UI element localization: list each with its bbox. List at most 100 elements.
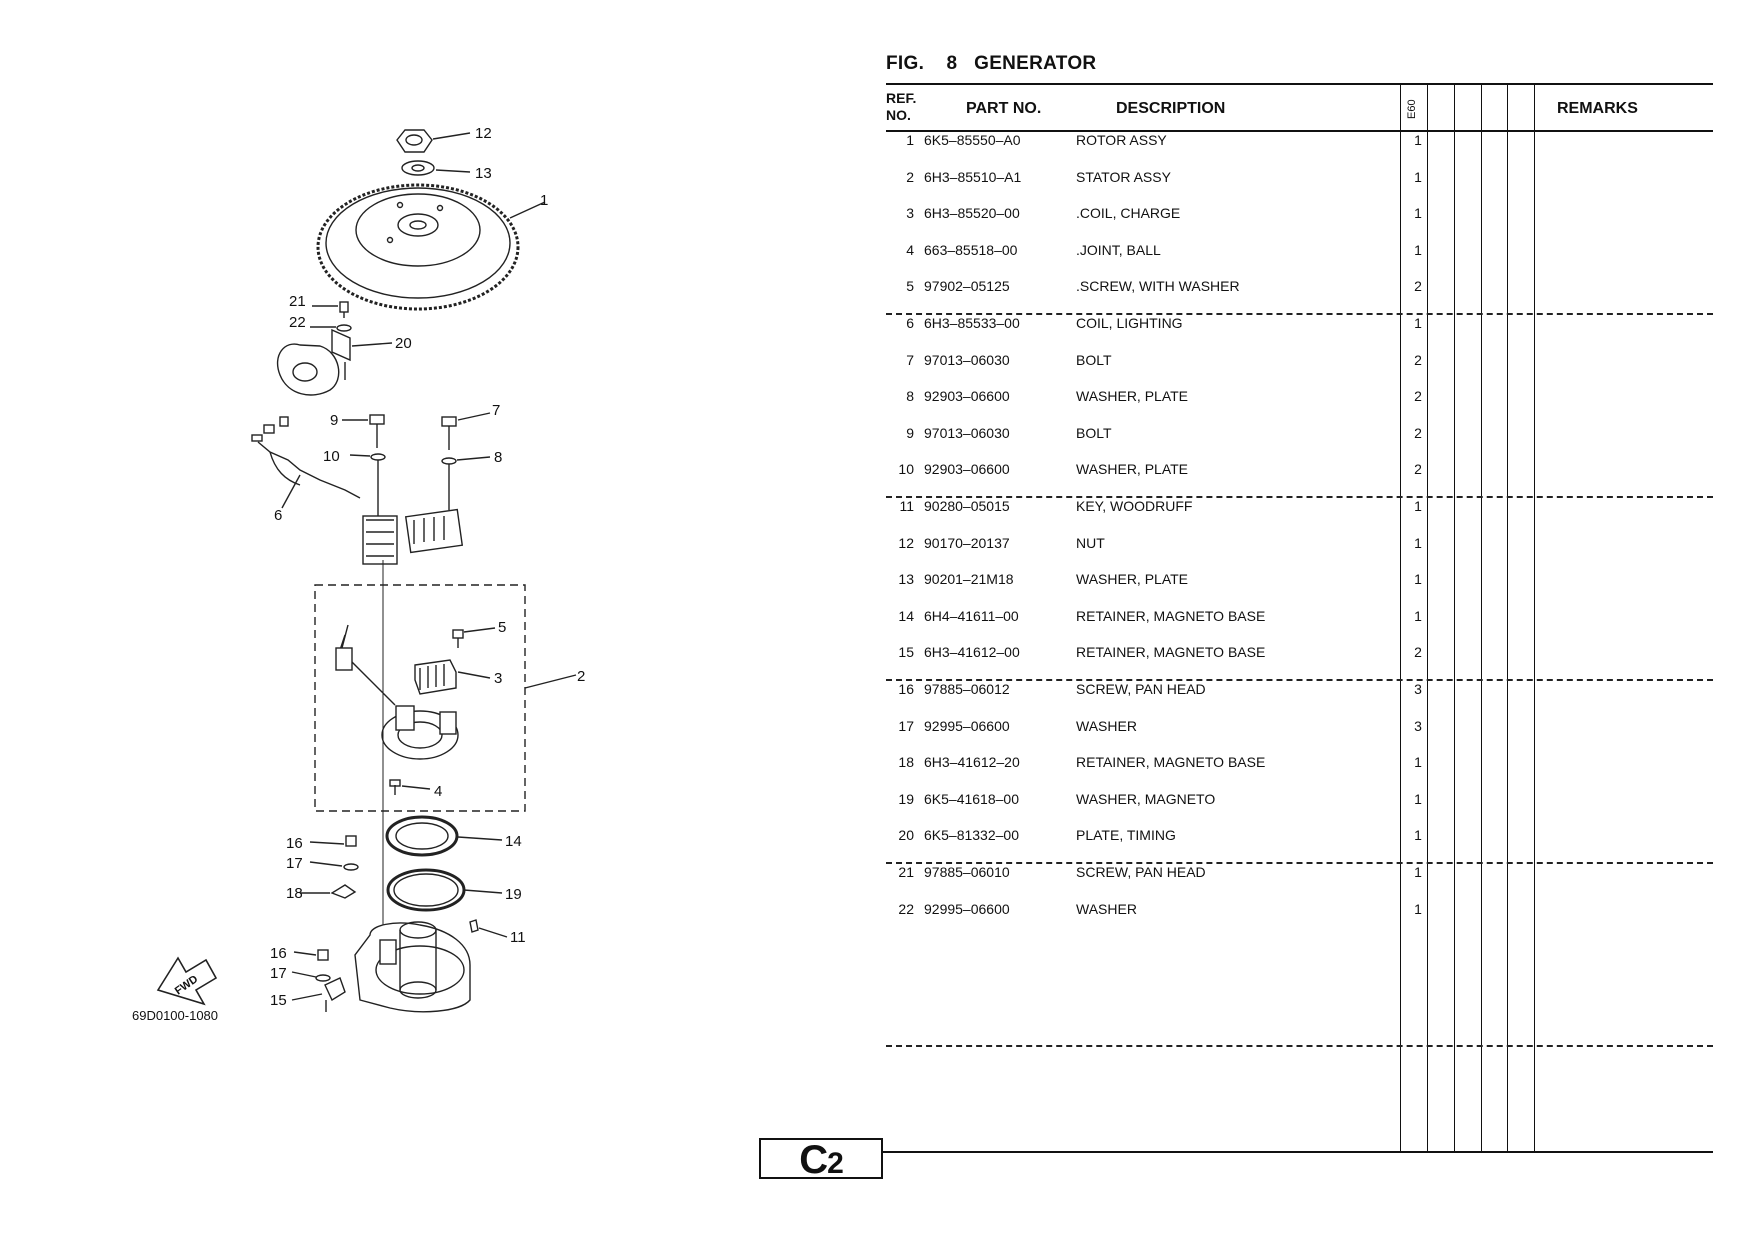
timing-plate-assembly [276,301,393,396]
row-ref: 14 [898,608,914,624]
table-row: 4 663–85518–00 .JOINT, BALL 1 [886,242,1716,264]
row-qty: 2 [1414,644,1422,660]
row-part-no: 90170–20137 [924,535,1010,551]
row-qty: 3 [1414,681,1422,697]
row-description: BOLT [1076,425,1112,441]
callout-label: 11 [510,929,526,946]
header-description: DESCRIPTION [1116,100,1226,117]
row-description: .JOINT, BALL [1076,242,1161,258]
callout-label: 2 [577,668,585,685]
row-qty: 1 [1414,827,1422,843]
row-qty: 1 [1414,901,1422,917]
row-description: WASHER [1076,901,1137,917]
callout-label: 13 [475,165,492,182]
row-qty: 2 [1414,425,1422,441]
lower-casting [354,919,508,1013]
column-divider [1454,84,1455,1152]
row-description: PLATE, TIMING [1076,827,1176,843]
row-qty: 2 [1414,388,1422,404]
row-ref: 19 [898,791,914,807]
header-part-no: PART NO. [966,100,1042,117]
row-description: SCREW, PAN HEAD [1076,681,1206,697]
group-separator [886,862,1713,864]
row-description: KEY, WOODRUFF [1076,498,1193,514]
row-ref: 4 [906,242,914,258]
group-separator [886,1045,1713,1047]
row-qty: 1 [1414,132,1422,148]
bolts-part [342,412,491,520]
row-qty: 3 [1414,718,1422,734]
page-letter: C [799,1138,828,1182]
row-qty: 1 [1414,535,1422,551]
callout-label: 16 [286,835,303,852]
row-ref: 17 [898,718,914,734]
header-model-code: E60 [1406,99,1418,119]
group-separator [886,679,1713,681]
row-description: WASHER, PLATE [1076,388,1189,404]
row-description: WASHER [1076,718,1137,734]
callout-label: 8 [494,449,502,466]
callout-label: 21 [289,293,306,310]
row-ref: 10 [898,461,914,477]
column-divider [1507,84,1508,1152]
row-description: RETAINER, MAGNETO BASE [1076,644,1266,660]
row-qty: 1 [1414,571,1422,587]
table-top-rule [886,83,1713,85]
row-ref: 16 [898,681,914,697]
row-part-no: 6K5–41618–00 [924,791,1019,807]
row-part-no: 6H3–85533–00 [924,315,1020,331]
row-part-no: 6K5–81332–00 [924,827,1019,843]
row-qty: 1 [1414,205,1422,221]
nut-part [396,129,471,153]
row-part-no: 6H3–85510–A1 [924,169,1022,185]
header-remarks: REMARKS [1557,100,1638,117]
diagram-code: 69D0100-1080 [132,1008,218,1023]
row-ref: 13 [898,571,914,587]
row-qty: 1 [1414,242,1422,258]
row-description: BOLT [1076,352,1112,368]
row-description: RETAINER, MAGNETO BASE [1076,754,1266,770]
row-description: STATOR ASSY [1076,169,1171,185]
callout-label: 3 [494,670,502,687]
row-ref: 3 [906,205,914,221]
row-ref: 8 [906,388,914,404]
callout-label: 17 [270,965,287,982]
group-separator [886,313,1713,315]
header-bottom-rule [886,130,1713,132]
row-qty: 1 [1414,169,1422,185]
column-divider [1534,84,1535,1152]
row-part-no: 90280–05015 [924,498,1010,514]
header-ref-line2: NO. [886,107,911,123]
row-ref: 9 [906,425,914,441]
row-part-no: 663–85518–00 [924,242,1018,258]
row-description: WASHER, PLATE [1076,571,1189,587]
row-part-no: 97902–05125 [924,278,1010,294]
row-ref: 11 [899,498,914,514]
row-ref: 2 [906,169,914,185]
table-row: 17 92995–06600 WASHER 3 [886,718,1716,740]
row-description: NUT [1076,535,1105,551]
row-part-no: 6H3–41612–20 [924,754,1020,770]
row-description: WASHER, PLATE [1076,461,1189,477]
row-ref: 18 [898,754,914,770]
row-part-no: 97885–06010 [924,864,1010,880]
row-part-no: 92995–06600 [924,718,1010,734]
row-description: RETAINER, MAGNETO BASE [1076,608,1266,624]
row-qty: 1 [1414,791,1422,807]
row-ref: 1 [906,132,914,148]
row-ref: 5 [906,278,914,294]
figure-prefix: FIG. [886,53,925,74]
row-qty: 1 [1414,608,1422,624]
callout-label: 1 [540,192,548,209]
stator-part [335,624,496,795]
